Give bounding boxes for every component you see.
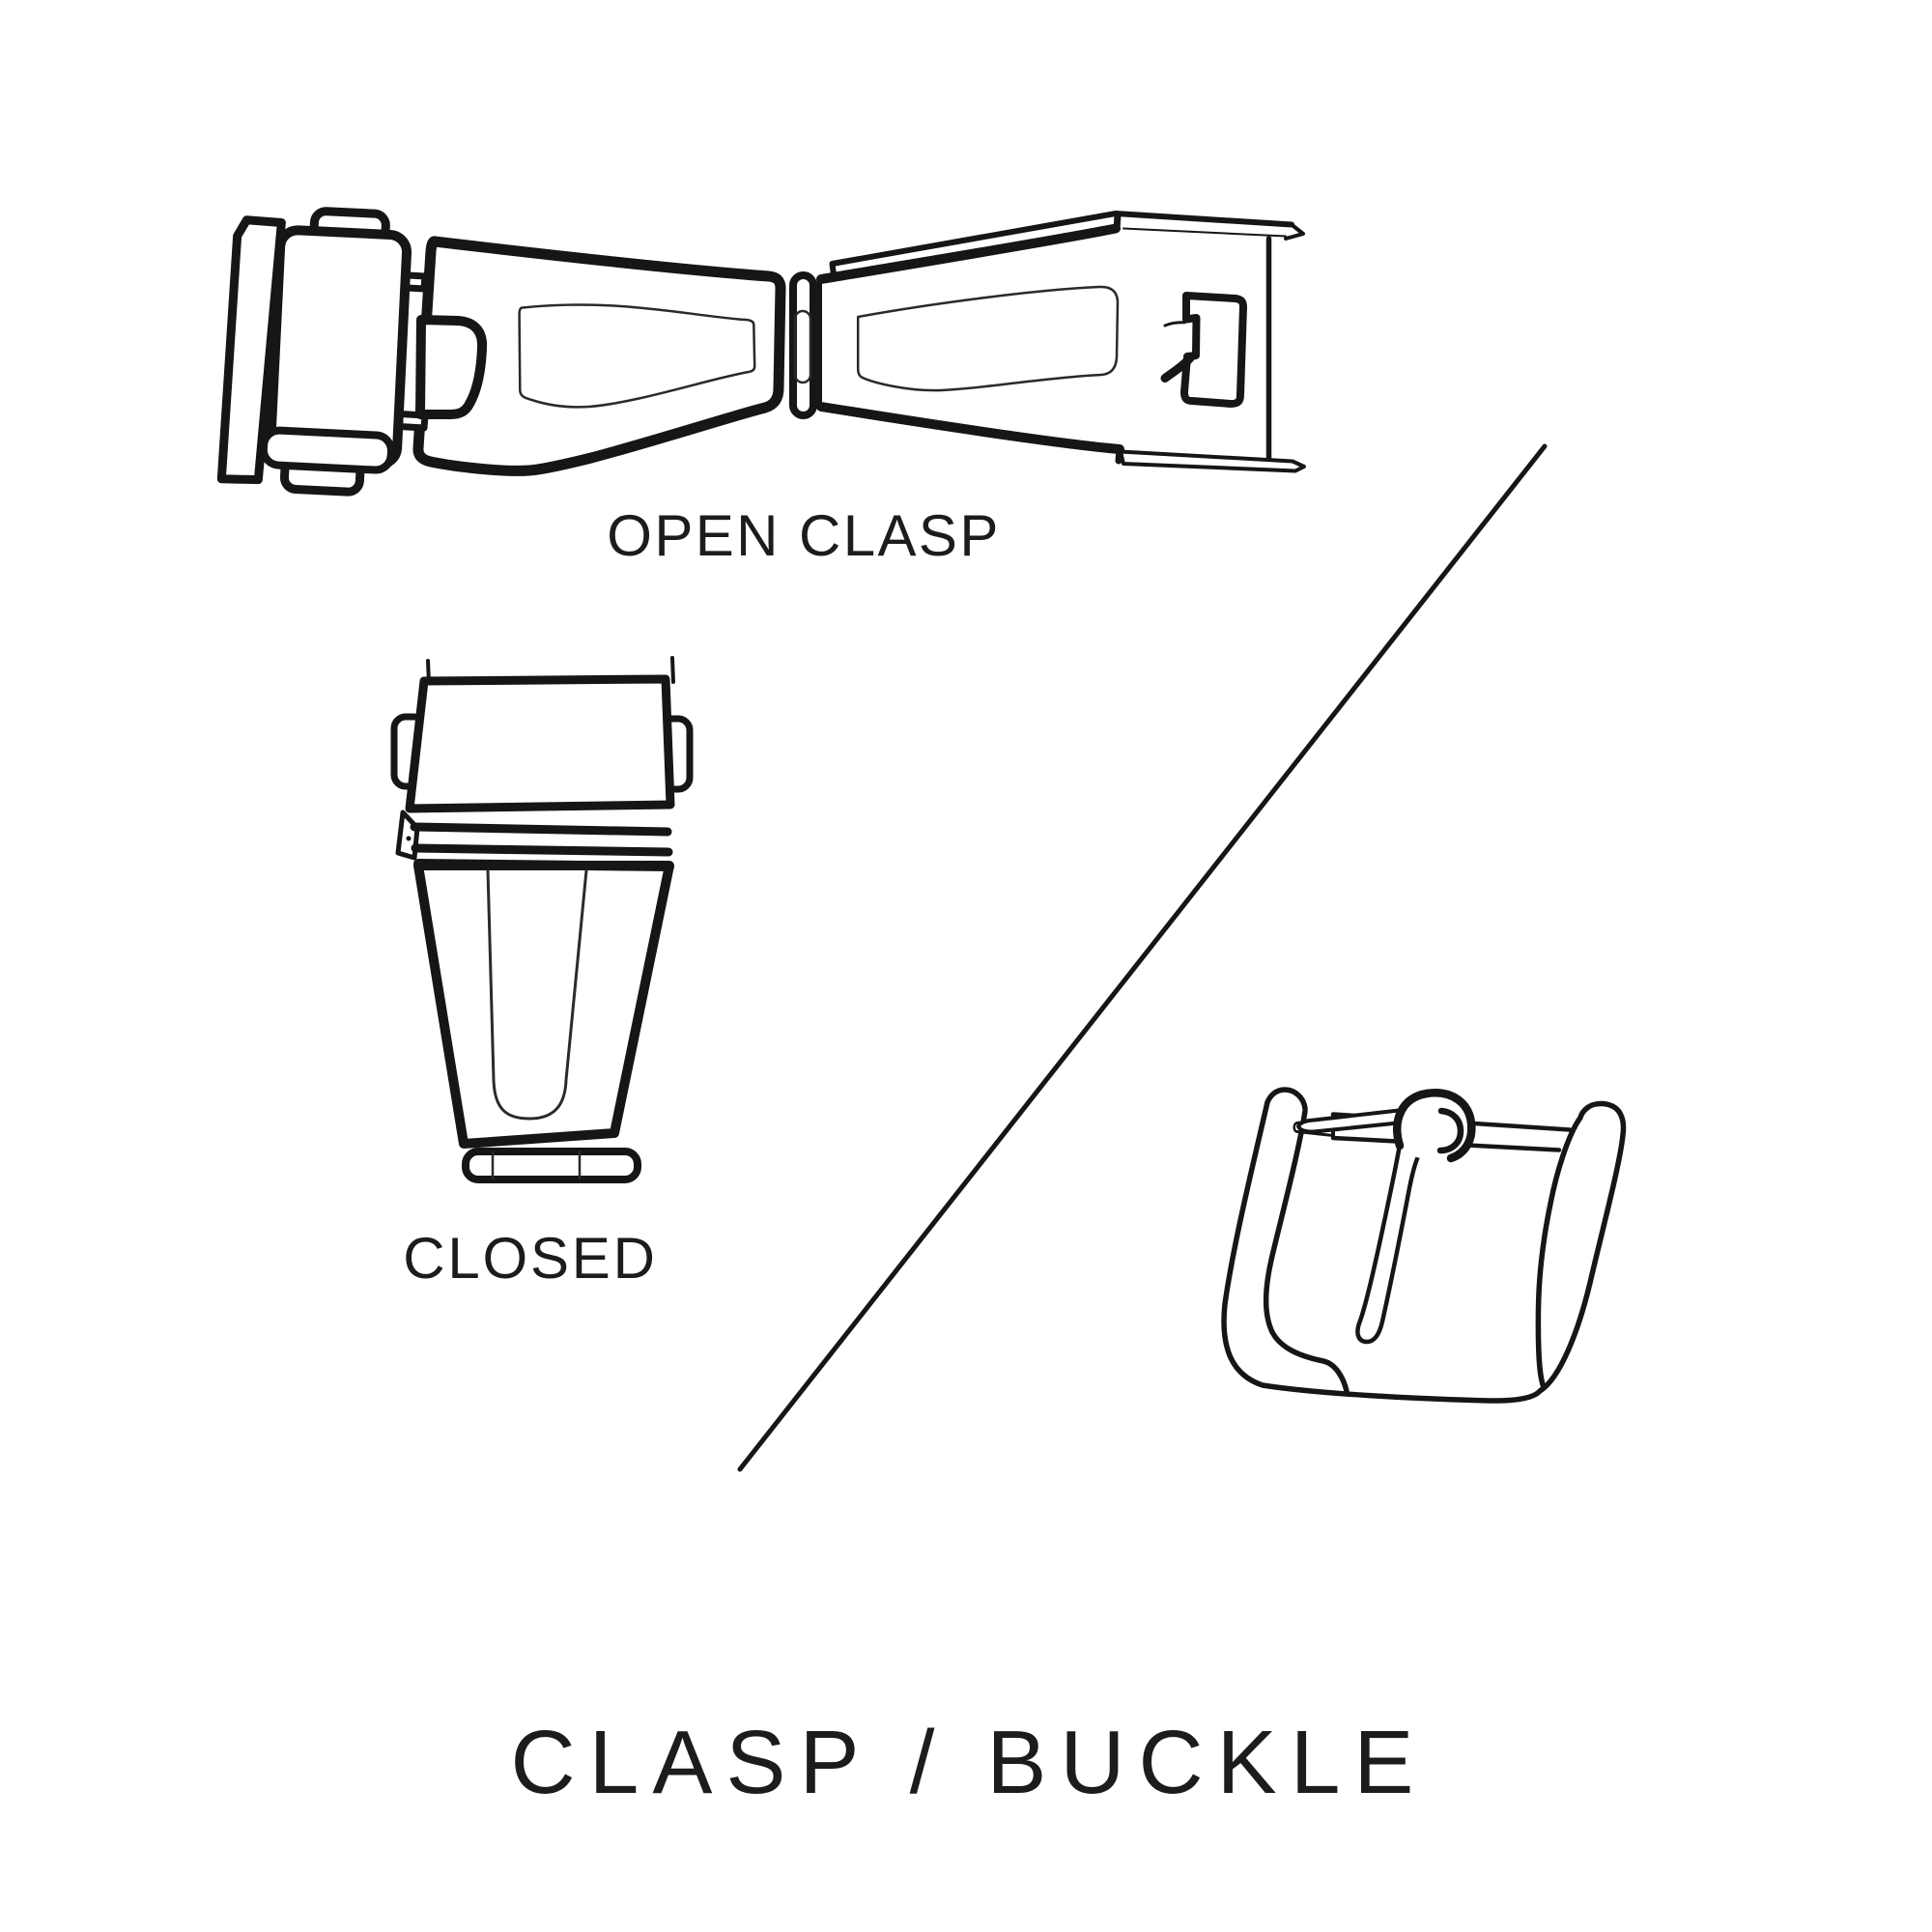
- svg-text:OPEN CLASP: OPEN CLASP: [607, 503, 1000, 568]
- svg-text:CLOSED: CLOSED: [403, 1226, 658, 1291]
- svg-text:CLASP / BUCKLE: CLASP / BUCKLE: [511, 1712, 1428, 1812]
